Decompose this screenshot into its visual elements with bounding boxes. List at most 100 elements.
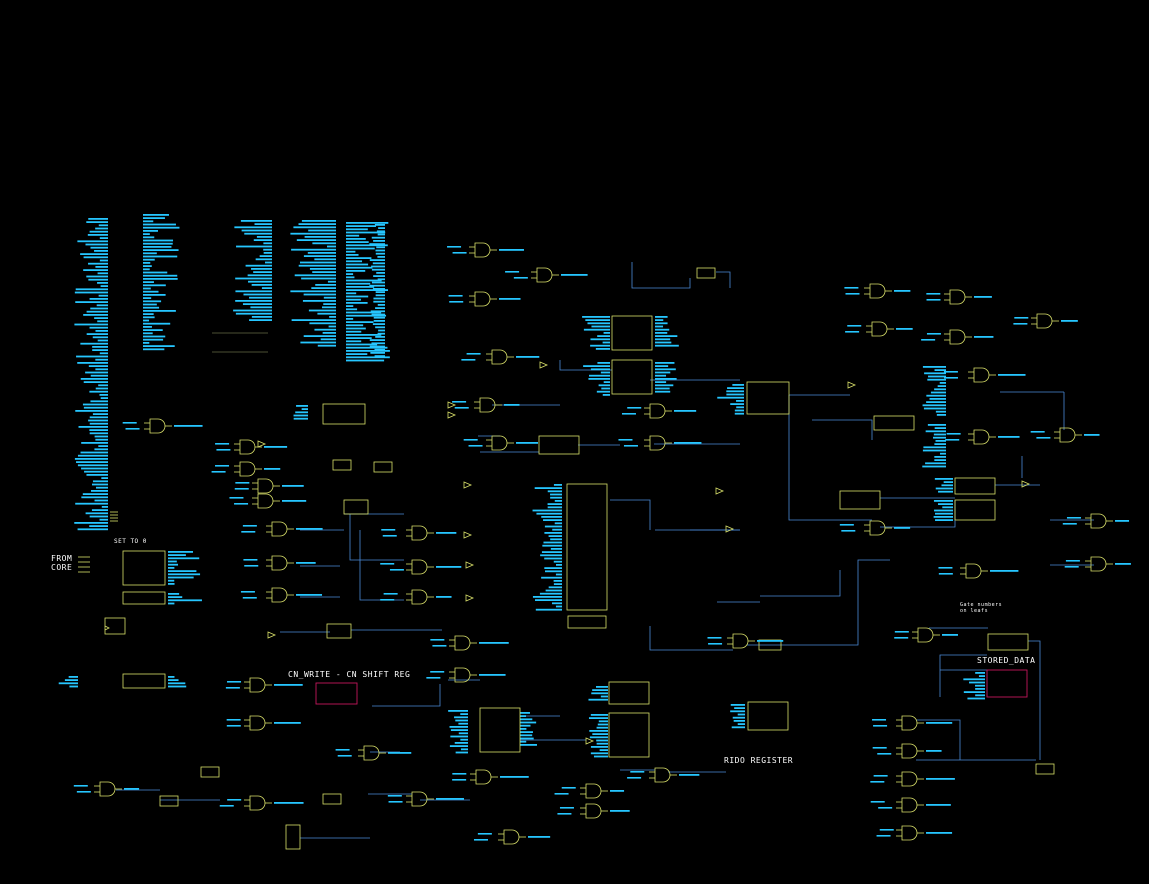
signal-label xyxy=(371,281,385,284)
signal-label xyxy=(346,231,386,234)
gate-input-label xyxy=(430,639,445,641)
gate-input-label xyxy=(623,445,638,447)
buffer xyxy=(447,401,457,409)
signal-label xyxy=(97,272,108,275)
signal-label xyxy=(264,261,272,264)
and-gate xyxy=(1090,556,1107,572)
gate-input-label xyxy=(448,295,463,297)
signal-label xyxy=(372,323,385,325)
signal-label xyxy=(595,348,610,350)
signal-label xyxy=(520,728,527,730)
gate-input-label xyxy=(242,597,257,599)
signal-label xyxy=(922,366,946,368)
signal-label xyxy=(58,682,78,685)
gate-input-label xyxy=(877,753,892,755)
signal-label xyxy=(95,330,108,332)
signal-label xyxy=(346,263,369,266)
signal-label xyxy=(346,270,366,272)
logic-block xyxy=(122,550,166,586)
signal-label xyxy=(371,268,385,271)
gate-input-label xyxy=(845,293,860,295)
signal-label xyxy=(81,442,108,444)
signal-label xyxy=(143,313,154,315)
signal-label xyxy=(83,406,108,409)
gate-output-label xyxy=(679,774,700,776)
gate-output-label xyxy=(436,798,464,800)
signal-label xyxy=(375,249,385,252)
signal-label xyxy=(143,255,178,258)
buffer xyxy=(715,487,725,495)
signal-label xyxy=(298,223,336,225)
signal-label xyxy=(168,557,200,560)
signal-label xyxy=(168,560,177,563)
rido-register-title: RIDO REGISTER xyxy=(724,756,794,765)
signal-label xyxy=(346,241,369,243)
signal-label xyxy=(375,336,385,338)
signal-label xyxy=(655,316,668,318)
logic-block xyxy=(479,707,521,753)
signal-label xyxy=(143,332,153,335)
signal-label xyxy=(923,446,946,449)
signal-label xyxy=(934,456,946,458)
signal-label xyxy=(602,341,610,344)
buffer xyxy=(585,737,595,745)
signal-label xyxy=(143,268,150,271)
signal-label xyxy=(733,720,745,722)
signal-label xyxy=(86,333,108,335)
signal-label xyxy=(94,499,108,502)
signal-label xyxy=(938,490,953,493)
signal-label xyxy=(74,323,108,326)
and-gate xyxy=(973,367,990,383)
signal-label xyxy=(74,458,108,460)
logic-block xyxy=(987,633,1029,651)
signal-label xyxy=(602,394,610,396)
signal-label xyxy=(249,319,272,321)
gate-input-label xyxy=(844,287,859,289)
signal-label xyxy=(543,541,562,544)
signal-label xyxy=(597,362,610,364)
signal-label xyxy=(94,250,108,252)
gate-output-label xyxy=(990,570,1019,572)
signal-label xyxy=(80,451,108,454)
signal-label xyxy=(96,304,108,307)
signal-label xyxy=(934,509,953,512)
signal-label xyxy=(259,255,272,257)
signal-label xyxy=(371,236,385,239)
logic-block xyxy=(373,461,393,473)
signal-label xyxy=(922,404,946,407)
signal-label xyxy=(249,296,272,299)
signal-label xyxy=(143,297,152,299)
signal-label xyxy=(92,349,108,351)
signal-label xyxy=(77,528,108,531)
signal-label xyxy=(294,274,336,277)
signal-label xyxy=(369,243,385,245)
logic-block xyxy=(322,403,366,425)
gate-input-label xyxy=(554,793,569,795)
gate-input-label xyxy=(878,807,893,809)
signal-label xyxy=(329,316,336,318)
signal-label xyxy=(373,316,385,319)
and-gate xyxy=(411,589,428,605)
gate-input-label xyxy=(211,471,226,473)
signal-label xyxy=(369,284,385,287)
net-wire xyxy=(812,419,873,440)
signal-label xyxy=(655,381,667,383)
signal-label xyxy=(375,307,385,309)
signal-label xyxy=(74,291,108,294)
signal-label xyxy=(301,277,336,280)
signal-label xyxy=(253,271,272,273)
signal-label xyxy=(603,332,610,334)
signal-label xyxy=(81,467,108,470)
gate-output-label xyxy=(479,642,509,644)
gate-input-label xyxy=(1036,437,1051,439)
signal-label xyxy=(922,465,946,468)
signal-label xyxy=(585,319,610,321)
gate-input-label xyxy=(380,563,395,565)
signal-label xyxy=(540,554,562,557)
signal-label xyxy=(346,324,364,327)
signal-label xyxy=(251,316,272,318)
and-gate xyxy=(454,667,471,683)
signal-label xyxy=(655,322,668,325)
buffer xyxy=(465,561,475,569)
net-wire xyxy=(939,654,987,697)
